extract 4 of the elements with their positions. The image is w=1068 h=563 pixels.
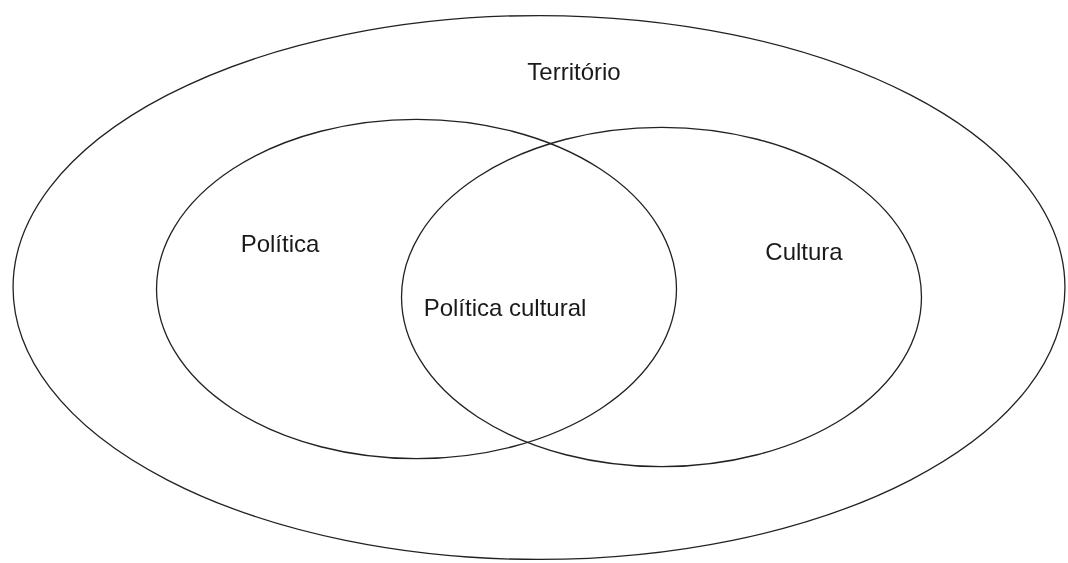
overlap-label: Política cultural xyxy=(423,296,587,320)
set-label: Cultura xyxy=(765,240,843,264)
set-label: Política xyxy=(240,232,320,256)
set-label: Território xyxy=(527,60,621,84)
